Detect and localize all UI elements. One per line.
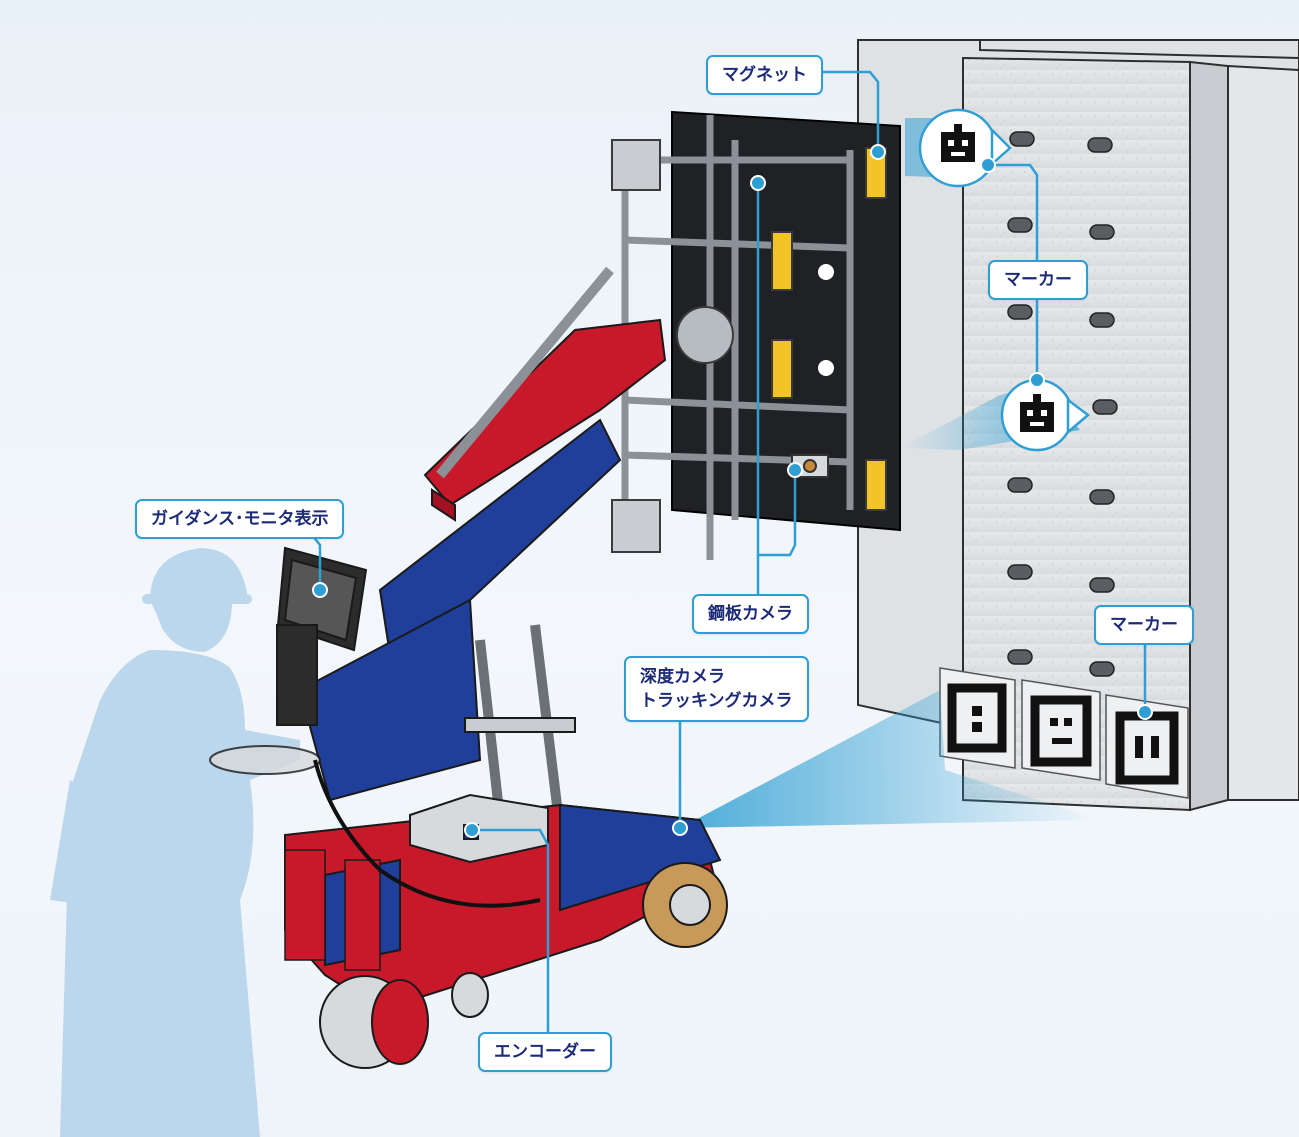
magnet-label: マグネット (706, 55, 823, 95)
steel-plate-frame (611, 110, 901, 560)
encoder-label: エンコーダー (478, 1032, 612, 1072)
aruco-marker-icon (947, 683, 1007, 753)
worker-silhouette-icon (50, 548, 300, 1137)
robot-body (209, 266, 728, 1069)
depth-tracking-camera-label: 深度カメラ トラッキングカメラ (624, 656, 809, 722)
marker-robot-icon (1000, 378, 1091, 452)
marker-robot-icon (918, 108, 1012, 188)
ground-markers (939, 667, 1189, 799)
guidance-monitor-label: ガイダンス･モニタ表示 (135, 499, 345, 539)
leader-dots (312, 144, 1153, 838)
steel-camera-label: 鋼板カメラ (692, 594, 809, 634)
marker-bottom-label: マーカー (1094, 605, 1194, 645)
aruco-marker-icon (1030, 695, 1092, 767)
leader-lines (268, 70, 1147, 1050)
marker-top-label: マーカー (988, 260, 1088, 300)
